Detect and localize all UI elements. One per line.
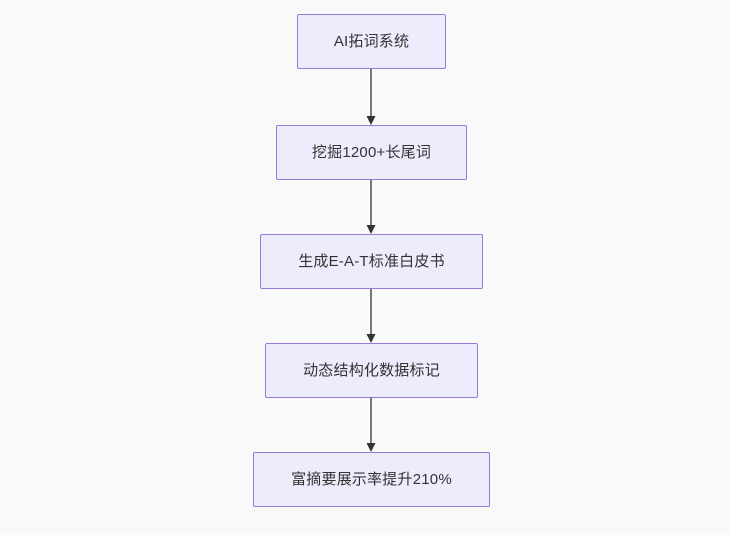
flow-node-generate-eat-whitepaper[interactable]: 生成E-A-T标准白皮书 <box>260 234 483 289</box>
flow-edge-arrow-down <box>366 289 376 343</box>
flow-node-label: AI拓词系统 <box>333 32 410 50</box>
flow-node-dynamic-structured-data-markup[interactable]: 动态结构化数据标记 <box>265 343 478 398</box>
flow-node-label: 生成E-A-T标准白皮书 <box>298 252 445 270</box>
flow-node-ai-keyword-system[interactable]: AI拓词系统 <box>297 14 446 69</box>
flow-edge-arrow-down <box>366 180 376 234</box>
flow-node-rich-snippet-impression-uplift[interactable]: 富摘要展示率提升210% <box>253 452 490 507</box>
flow-node-mine-longtail-keywords[interactable]: 挖掘1200+长尾词 <box>276 125 467 180</box>
flow-edge-arrow-down <box>366 69 376 125</box>
flow-node-label: 动态结构化数据标记 <box>303 361 440 379</box>
flow-node-label: 富摘要展示率提升210% <box>291 470 452 488</box>
flow-edge-arrow-down <box>366 397 376 452</box>
flow-node-label: 挖掘1200+长尾词 <box>311 143 432 161</box>
